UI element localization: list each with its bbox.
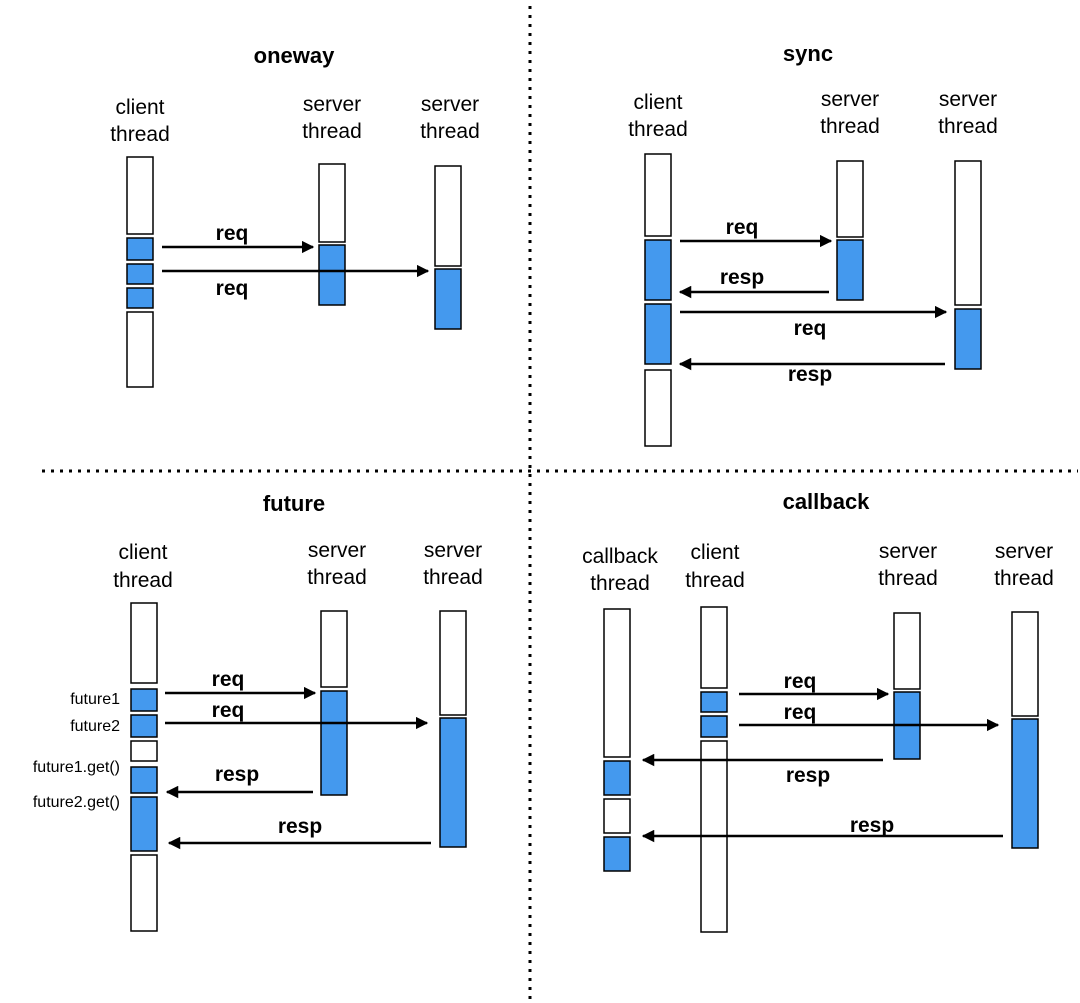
server-thread-1-label-line1: server [821,88,879,111]
req-label: req [784,670,817,693]
server-thread-idle-segment [836,160,864,238]
client-thread-label-line1: client [118,541,167,564]
resp-label: resp [788,363,832,386]
panel-sync: sync client thread server thread server … [628,41,998,447]
server-thread-2-label-line1: server [995,540,1053,563]
server-thread-active-segment [1011,718,1039,849]
client-thread-active-segment [130,714,158,738]
server-thread-idle-segment [893,612,921,690]
client-thread-active-segment [644,239,672,301]
server-thread-1-label-line2: thread [820,115,880,138]
client-thread-label-line2: thread [685,569,745,592]
req-label: req [216,222,249,245]
req-label: req [784,701,817,724]
callback-thread-idle-segment [603,798,631,834]
server-thread-active-segment [836,239,864,301]
server-thread-2-label-line1: server [424,539,482,562]
client-thread-active-segment [700,691,728,713]
req-label: req [216,277,249,300]
callback-thread-active-segment [603,760,631,796]
client-thread-idle-segment [644,153,672,237]
client-thread-active-segment [130,766,158,794]
req-label: req [726,216,759,239]
panel-title: future [263,491,325,516]
client-thread-active-segment [126,237,154,261]
panel-title: callback [783,489,871,514]
client-thread-idle-segment [130,602,158,684]
client-thread-label-line2: thread [628,118,688,141]
server-thread-idle-segment [1011,611,1039,717]
client-thread-active-segment [130,796,158,852]
client-thread-active-segment [644,303,672,365]
server-thread-idle-segment [318,163,346,243]
panel-title: oneway [254,43,335,68]
callback-thread-label-line2: thread [590,572,650,595]
resp-label: resp [850,814,894,837]
server-thread-active-segment [439,717,467,848]
server-thread-2-label-line2: thread [423,566,483,589]
client-thread-label-line1: client [633,91,682,114]
server-thread-2-label-line1: server [421,93,479,116]
resp-label: resp [215,763,259,786]
server-thread-active-segment [320,690,348,796]
client-thread-label-line1: client [115,96,164,119]
server-thread-active-segment [954,308,982,370]
server-thread-2-label-line2: thread [938,115,998,138]
client-thread-idle-segment [700,606,728,689]
server-thread-idle-segment [434,165,462,267]
future1-get-label: future1.get() [33,759,120,776]
client-thread-active-segment [126,263,154,285]
server-thread-active-segment [434,268,462,330]
client-thread-label-line2: thread [113,569,173,592]
client-thread-idle-segment [130,740,158,762]
server-thread-2-label-line1: server [939,88,997,111]
callback-thread-idle-segment [603,608,631,758]
server-thread-1-label-line2: thread [307,566,367,589]
server-thread-idle-segment [320,610,348,688]
panel-future: future client thread server thread serve… [33,491,483,932]
panel-title: sync [783,41,833,66]
panel-callback: callback callback thread client thread s… [582,489,1054,933]
server-thread-2-label-line2: thread [420,120,480,143]
resp-label: resp [278,815,322,838]
server-thread-1-label-line1: server [308,539,366,562]
server-thread-1-label-line1: server [879,540,937,563]
server-thread-1-label-line2: thread [878,567,938,590]
callback-thread-active-segment [603,836,631,872]
client-thread-idle-segment [126,156,154,235]
req-label: req [212,699,245,722]
future2-get-label: future2.get() [33,794,120,811]
client-thread-idle-segment [126,311,154,388]
server-thread-2-label-line2: thread [994,567,1054,590]
client-thread-active-segment [126,287,154,309]
resp-label: resp [720,266,764,289]
client-thread-idle-segment [130,854,158,932]
server-thread-idle-segment [954,160,982,306]
server-thread-1-label-line2: thread [302,120,362,143]
client-thread-label-line2: thread [110,123,170,146]
callback-thread-label-line1: callback [582,545,658,568]
client-thread-active-segment [700,715,728,738]
req-label: req [794,317,827,340]
future1-label: future1 [70,691,120,708]
client-thread-label-line1: client [690,541,739,564]
req-label: req [212,668,245,691]
panel-oneway: oneway client thread server thread serve… [110,43,480,388]
server-thread-1-label-line1: server [303,93,361,116]
server-thread-idle-segment [439,610,467,716]
client-thread-active-segment [130,688,158,712]
client-thread-idle-segment [644,369,672,447]
server-thread-active-segment [318,244,346,306]
resp-label: resp [786,764,830,787]
future2-label: future2 [70,718,120,735]
